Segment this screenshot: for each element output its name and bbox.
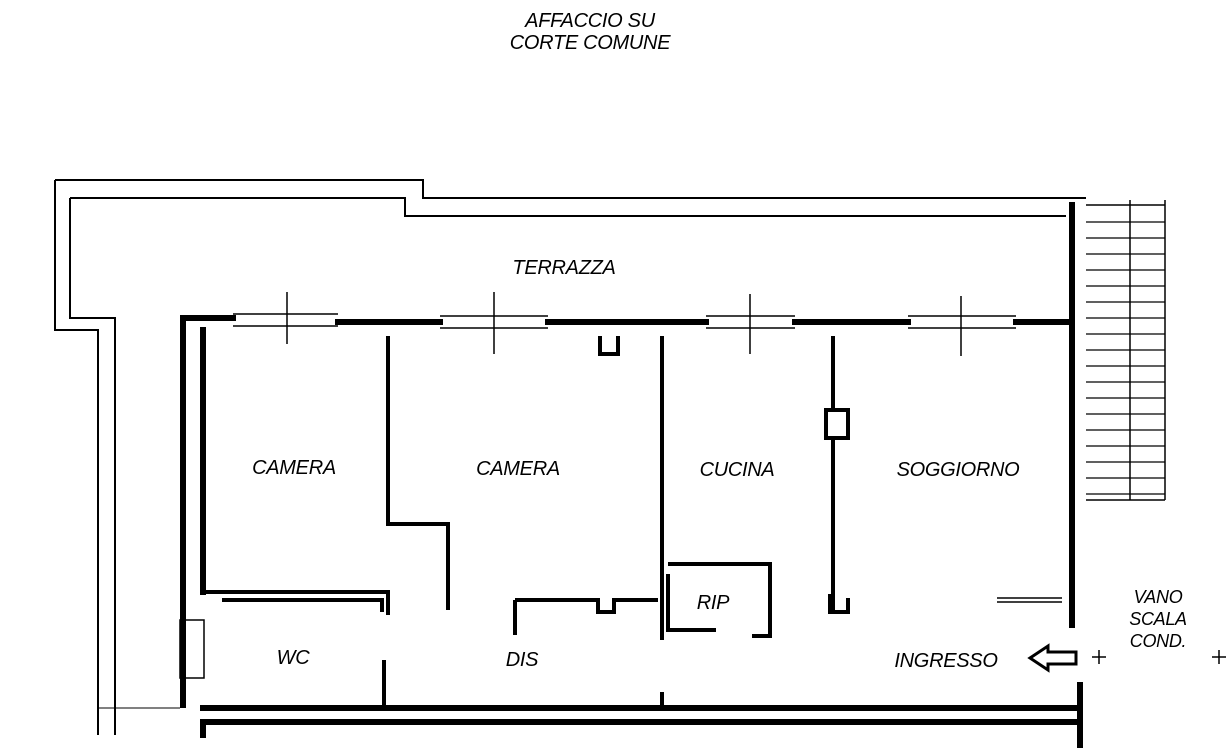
door-soggiorno (997, 597, 1062, 603)
window-4 (908, 315, 1016, 329)
wall-cam2-bottom (515, 598, 658, 614)
terrace-outline-outer (54, 179, 1086, 735)
stair-note-line1: VANO (1133, 587, 1183, 607)
wall-wc-top (222, 598, 384, 612)
label-soggiorno: SOGGIORNO (896, 459, 1020, 481)
wall-cam1-cam2 (386, 336, 450, 610)
label-dis: DIS (505, 649, 539, 671)
wall-column (824, 408, 850, 440)
label-cucina: CUCINA (699, 459, 775, 481)
stair-note-line2: SCALA (1129, 609, 1187, 629)
cross-mark-2 (1212, 650, 1226, 664)
window-wc (179, 619, 205, 679)
courtyard-note-line1: AFFACCIO SU (525, 10, 655, 32)
label-ingresso: INGRESSO (894, 650, 998, 672)
courtyard-note-line2: CORTE COMUNE (509, 32, 671, 54)
wall-niche (598, 336, 620, 356)
label-wc: WC (276, 647, 310, 669)
wall-bottom-outer (200, 719, 1083, 738)
wall-rip-inner (666, 574, 716, 632)
label-camera-2: CAMERA (476, 458, 560, 480)
stair-note-line3: COND. (1129, 631, 1187, 651)
cross-mark-1 (1092, 650, 1106, 664)
wall-rip (668, 562, 772, 638)
label-camera-1: CAMERA (252, 457, 336, 479)
wall-cam1-bottom (203, 590, 390, 615)
terrace-outline-inner (69, 197, 1066, 735)
entrance-arrow-icon (1027, 643, 1078, 673)
label-terrazza: TERRAZZA (512, 257, 616, 279)
wall-soggiorno-stub (828, 594, 850, 614)
label-rip: RIP (696, 592, 730, 614)
window-1 (233, 313, 338, 327)
stair-outline (1086, 200, 1166, 501)
stair-note: VANO SCALA COND. (1129, 586, 1187, 652)
stair-treads (1086, 221, 1165, 495)
courtyard-note: AFFACCIO SU CORTE COMUNE (509, 10, 671, 54)
